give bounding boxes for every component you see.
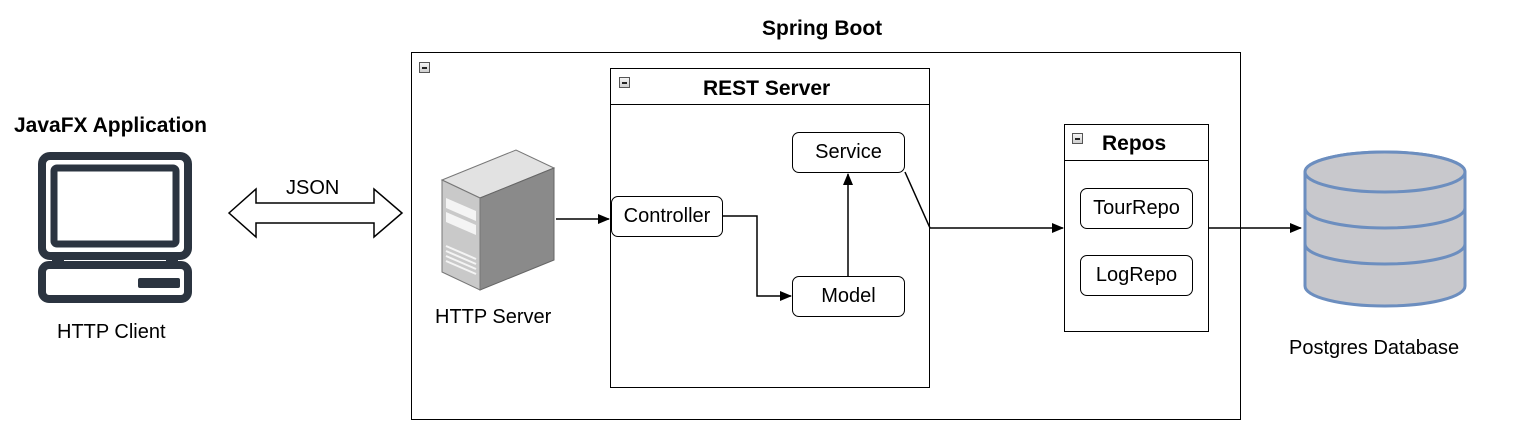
- log-repo-node[interactable]: LogRepo: [1080, 255, 1193, 296]
- controller-to-model-arrow: [723, 215, 792, 301]
- server-icon: [440, 149, 556, 291]
- json-label: JSON: [286, 177, 340, 199]
- controller-node[interactable]: Controller: [611, 196, 723, 237]
- service-node[interactable]: Service: [792, 132, 905, 173]
- postgres-database-label: Postgres Database: [1289, 337, 1460, 359]
- service-to-repos-arrow: [904, 171, 1064, 233]
- spring-boot-title: Spring Boot: [762, 17, 883, 40]
- http-client-label: HTTP Client: [57, 321, 166, 343]
- rest-server-header-divider: [610, 104, 930, 105]
- model-node[interactable]: Model: [792, 276, 905, 317]
- collapse-icon[interactable]: [1072, 133, 1083, 144]
- http-server-label: HTTP Server: [435, 306, 552, 328]
- collapse-icon[interactable]: [619, 77, 630, 88]
- json-double-arrow: [227, 187, 404, 239]
- javafx-title: JavaFX Application: [14, 114, 207, 137]
- repos-header-divider: [1064, 160, 1209, 161]
- repos-title: Repos: [1102, 132, 1167, 155]
- tour-repo-node[interactable]: TourRepo: [1080, 188, 1193, 229]
- database-icon: [1303, 150, 1467, 308]
- collapse-icon[interactable]: [419, 62, 430, 73]
- monitor-icon: [38, 152, 192, 303]
- rest-server-title: REST Server: [703, 77, 831, 100]
